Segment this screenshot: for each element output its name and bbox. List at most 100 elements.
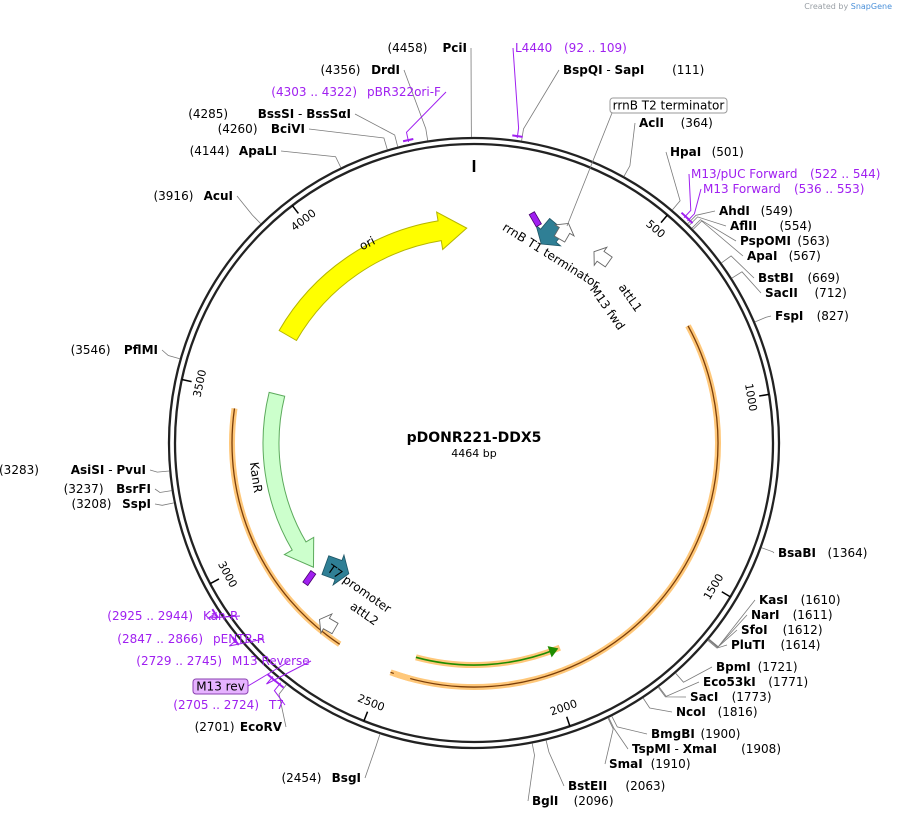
site-acli[interactable]: AclI(364): [639, 116, 713, 130]
site-apali[interactable]: ApaLI(4144): [190, 144, 277, 158]
kanr-feature[interactable]: [262, 391, 315, 569]
site-position: (3916): [153, 189, 193, 203]
site-bsteii[interactable]: BstEII(2063): [568, 779, 665, 793]
site-ahdi[interactable]: AhdI(549): [719, 204, 793, 218]
primer-t7[interactable]: (2705 .. 2724)T7: [173, 680, 286, 712]
site-sspi[interactable]: SspI(3208): [71, 497, 151, 511]
site-lead: [754, 315, 772, 323]
m13-fwd-marker[interactable]: [528, 211, 542, 228]
site-position: (2454): [281, 771, 321, 785]
rrnb-t2-lead: [566, 112, 613, 227]
backbone-inner: [173, 142, 775, 744]
site-kasi[interactable]: KasI(1610): [759, 593, 841, 607]
primer-range: (2847 .. 2866): [117, 632, 203, 646]
site-position: (1612): [783, 623, 823, 637]
site-hpai[interactable]: HpaI(501): [670, 145, 744, 159]
primer-range: (2925 .. 2944): [107, 609, 193, 623]
site-name: BmgBI: [651, 727, 695, 741]
site-sfoi[interactable]: SfoI (1612): [741, 623, 823, 637]
primer-range: (92 .. 109): [564, 41, 627, 55]
site-position: (1721): [758, 660, 798, 674]
site-saci[interactable]: SacI(1773): [690, 690, 772, 704]
rrnb-t1-arrow[interactable]: [588, 243, 615, 271]
primer-pbr322ori-f[interactable]: (4303 .. 4322)pBR322ori-F: [271, 85, 447, 143]
site-lead: [658, 681, 700, 697]
site-name: SfoI: [741, 623, 768, 637]
site-tspmi[interactable]: TspMI - XmaI(1908): [632, 742, 781, 756]
site-bsabi[interactable]: BsaBI(1364): [778, 546, 867, 560]
site-name: AflII: [730, 219, 757, 233]
site-position: (4285): [188, 107, 228, 121]
site-asisi[interactable]: AsiSI - PvuI(3283): [0, 463, 146, 477]
plasmid-name: pDONR221-DDX5: [407, 430, 542, 446]
site-drdi[interactable]: DrdI(4356): [320, 63, 400, 77]
site-lead: [527, 743, 535, 802]
t7-promoter-marker[interactable]: [302, 570, 317, 587]
primer-kan-r[interactable]: (2925 .. 2944)Kan-R: [107, 608, 241, 623]
site-name: BstBI: [758, 271, 794, 285]
site-bsssi[interactable]: BssSI - BssSαI(4285): [188, 107, 351, 121]
site-name: FspI: [775, 309, 803, 323]
site-lead: [688, 216, 727, 227]
tick-label-500: 500: [643, 217, 667, 241]
site-sacii[interactable]: SacII (712): [765, 286, 847, 300]
site-lead: [403, 69, 429, 141]
primer-l4440[interactable]: L4440(92 .. 109): [512, 41, 627, 139]
boxed-label-0[interactable]: rrnB T2 terminator: [609, 97, 728, 114]
site-ncoi[interactable]: NcoI(1816): [676, 705, 758, 719]
site-lead: [545, 740, 565, 787]
site-bstbi[interactable]: BstBI(669): [758, 271, 840, 285]
site-position: (1614): [781, 638, 821, 652]
primer-m13-reverse[interactable]: (2729 .. 2745)M13 Reverse: [136, 654, 312, 685]
ori-feature[interactable]: [278, 211, 468, 342]
site-name: SacII: [765, 286, 798, 300]
site-eco53ki[interactable]: Eco53kI(1771): [703, 675, 808, 689]
site-name: BsaBI: [778, 546, 816, 560]
primer-m13-forward[interactable]: M13 Forward(536 .. 553): [684, 182, 864, 224]
primer-lead: [206, 612, 241, 619]
tick-1500: [721, 591, 731, 598]
site-name: BstEII: [568, 779, 607, 793]
site-aflii[interactable]: AflII(554): [730, 219, 812, 233]
site-bsrfi[interactable]: BsrFI(3237): [64, 482, 151, 496]
attl2-feature[interactable]: [320, 550, 354, 589]
site-lead: [731, 271, 762, 294]
site-position: (712): [815, 286, 847, 300]
site-position: (1900): [701, 727, 741, 741]
site-bgli[interactable]: BglI(2096): [532, 794, 614, 808]
site-position: (3208): [71, 497, 111, 511]
site-bcivi[interactable]: BciVI(4260): [218, 122, 305, 136]
site-bmgbi[interactable]: BmgBI (1900): [651, 727, 740, 741]
orf-arc-0: [389, 324, 721, 690]
site-lead: [665, 151, 681, 211]
site-ecorv[interactable]: EcoRV(2701): [195, 720, 283, 734]
site-bpmi[interactable]: BpmI(1721): [716, 660, 798, 674]
primer-pentr-r[interactable]: (2847 .. 2866)pENTR-R: [117, 632, 265, 647]
site-position: (563): [797, 234, 829, 248]
site-pflmi[interactable]: PflMI(3546): [71, 343, 158, 357]
site-smai[interactable]: SmaI(1910): [609, 757, 691, 771]
site-lead: [236, 195, 261, 224]
site-bspqi[interactable]: BspQI - SapI(111): [563, 63, 704, 77]
site-name: TspMI - XmaI: [632, 742, 717, 756]
t7-hollow-arrow[interactable]: [314, 610, 341, 638]
site-fspi[interactable]: FspI(827): [775, 309, 849, 323]
boxed-label-1[interactable]: M13 rev: [192, 678, 249, 695]
backbone: [167, 136, 781, 750]
watermark-prefix: Created by: [804, 2, 849, 11]
site-name: SacI: [690, 690, 718, 704]
site-pspomi[interactable]: PspOMI(563): [740, 234, 830, 248]
site-bsgi[interactable]: BsgI(2454): [281, 771, 361, 785]
site-nari[interactable]: NarI(1611): [751, 608, 833, 622]
site-name: BsrFI: [116, 482, 151, 496]
site-position: (4144): [190, 144, 230, 158]
rrnb-t2-arrow[interactable]: [550, 218, 578, 245]
site-position: (1610): [801, 593, 841, 607]
site-apai[interactable]: ApaI(567): [747, 249, 821, 263]
site-pluti[interactable]: PluTI(1614): [731, 638, 820, 652]
primer-name: T7: [268, 698, 284, 712]
site-pcii[interactable]: PciI(4458): [387, 41, 467, 55]
primer-lead: [228, 638, 265, 647]
site-acui[interactable]: AcuI(3916): [153, 189, 233, 203]
